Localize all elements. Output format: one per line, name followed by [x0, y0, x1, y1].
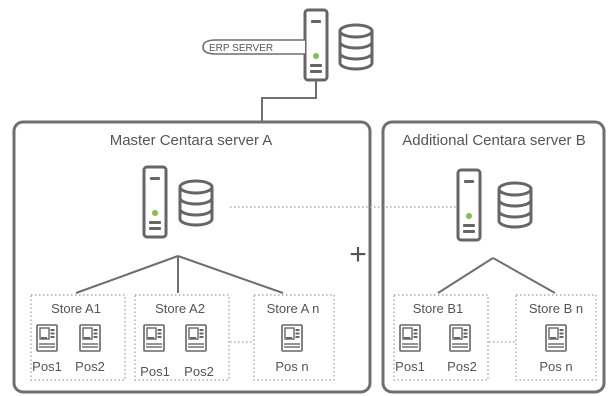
pos-terminal-icon [143, 324, 165, 352]
erp-label: ERP SERVER [209, 43, 273, 54]
pos-terminal-icon [281, 324, 303, 352]
additional-title: Additional Centara server B [402, 132, 585, 149]
store-a2: Store A2 Pos1 Pos2 [134, 294, 230, 381]
pos-label: Pos2 [447, 359, 477, 374]
store-an-label: Store A n [267, 301, 320, 316]
store-a2-label: Store A2 [155, 301, 205, 316]
pos-label: Pos2 [184, 364, 214, 379]
additional-database-icon [497, 181, 533, 229]
pos-label: Pos n [539, 359, 572, 374]
store-b1-label: Store B1 [413, 301, 464, 316]
pos-label: Pos1 [395, 359, 425, 374]
pos-label: Pos2 [75, 359, 105, 374]
tree-a [75, 255, 284, 294]
store-a1-label: Store A1 [51, 301, 101, 316]
erp-server-icon [303, 8, 329, 82]
pos-label: Pos1 [140, 364, 170, 379]
pos-terminal-icon [79, 324, 101, 352]
store-an: Store A n Pos n [253, 294, 335, 381]
pos-label: Pos n [275, 359, 308, 374]
master-database-icon [178, 179, 214, 227]
pos-terminal-icon [545, 324, 567, 352]
additional-server-box [381, 120, 606, 394]
erp-server: ERP SERVER [202, 8, 374, 82]
pos-terminal-icon [449, 324, 471, 352]
erp-connector [261, 80, 317, 122]
pos-terminal-icon [185, 324, 207, 352]
master-server-box [12, 120, 372, 394]
additional-server-icon [456, 168, 482, 242]
pos-terminal-icon [399, 324, 421, 352]
store-b1: Store B1 Pos1 Pos2 [393, 294, 489, 381]
master-server-icon [142, 165, 168, 239]
tree-b [437, 257, 556, 294]
erp-label-tag [202, 39, 305, 55]
erp-database-icon [338, 23, 374, 71]
plus-sign: + [349, 238, 367, 271]
pos-label: Pos1 [32, 359, 62, 374]
store-bn-label: Store B n [529, 301, 583, 316]
store-bn: Store B n Pos n [515, 294, 597, 381]
store-a1: Store A1 Pos1 Pos2 [30, 294, 126, 381]
master-title: Master Centara server A [110, 132, 273, 149]
pos-terminal-icon [36, 324, 58, 352]
